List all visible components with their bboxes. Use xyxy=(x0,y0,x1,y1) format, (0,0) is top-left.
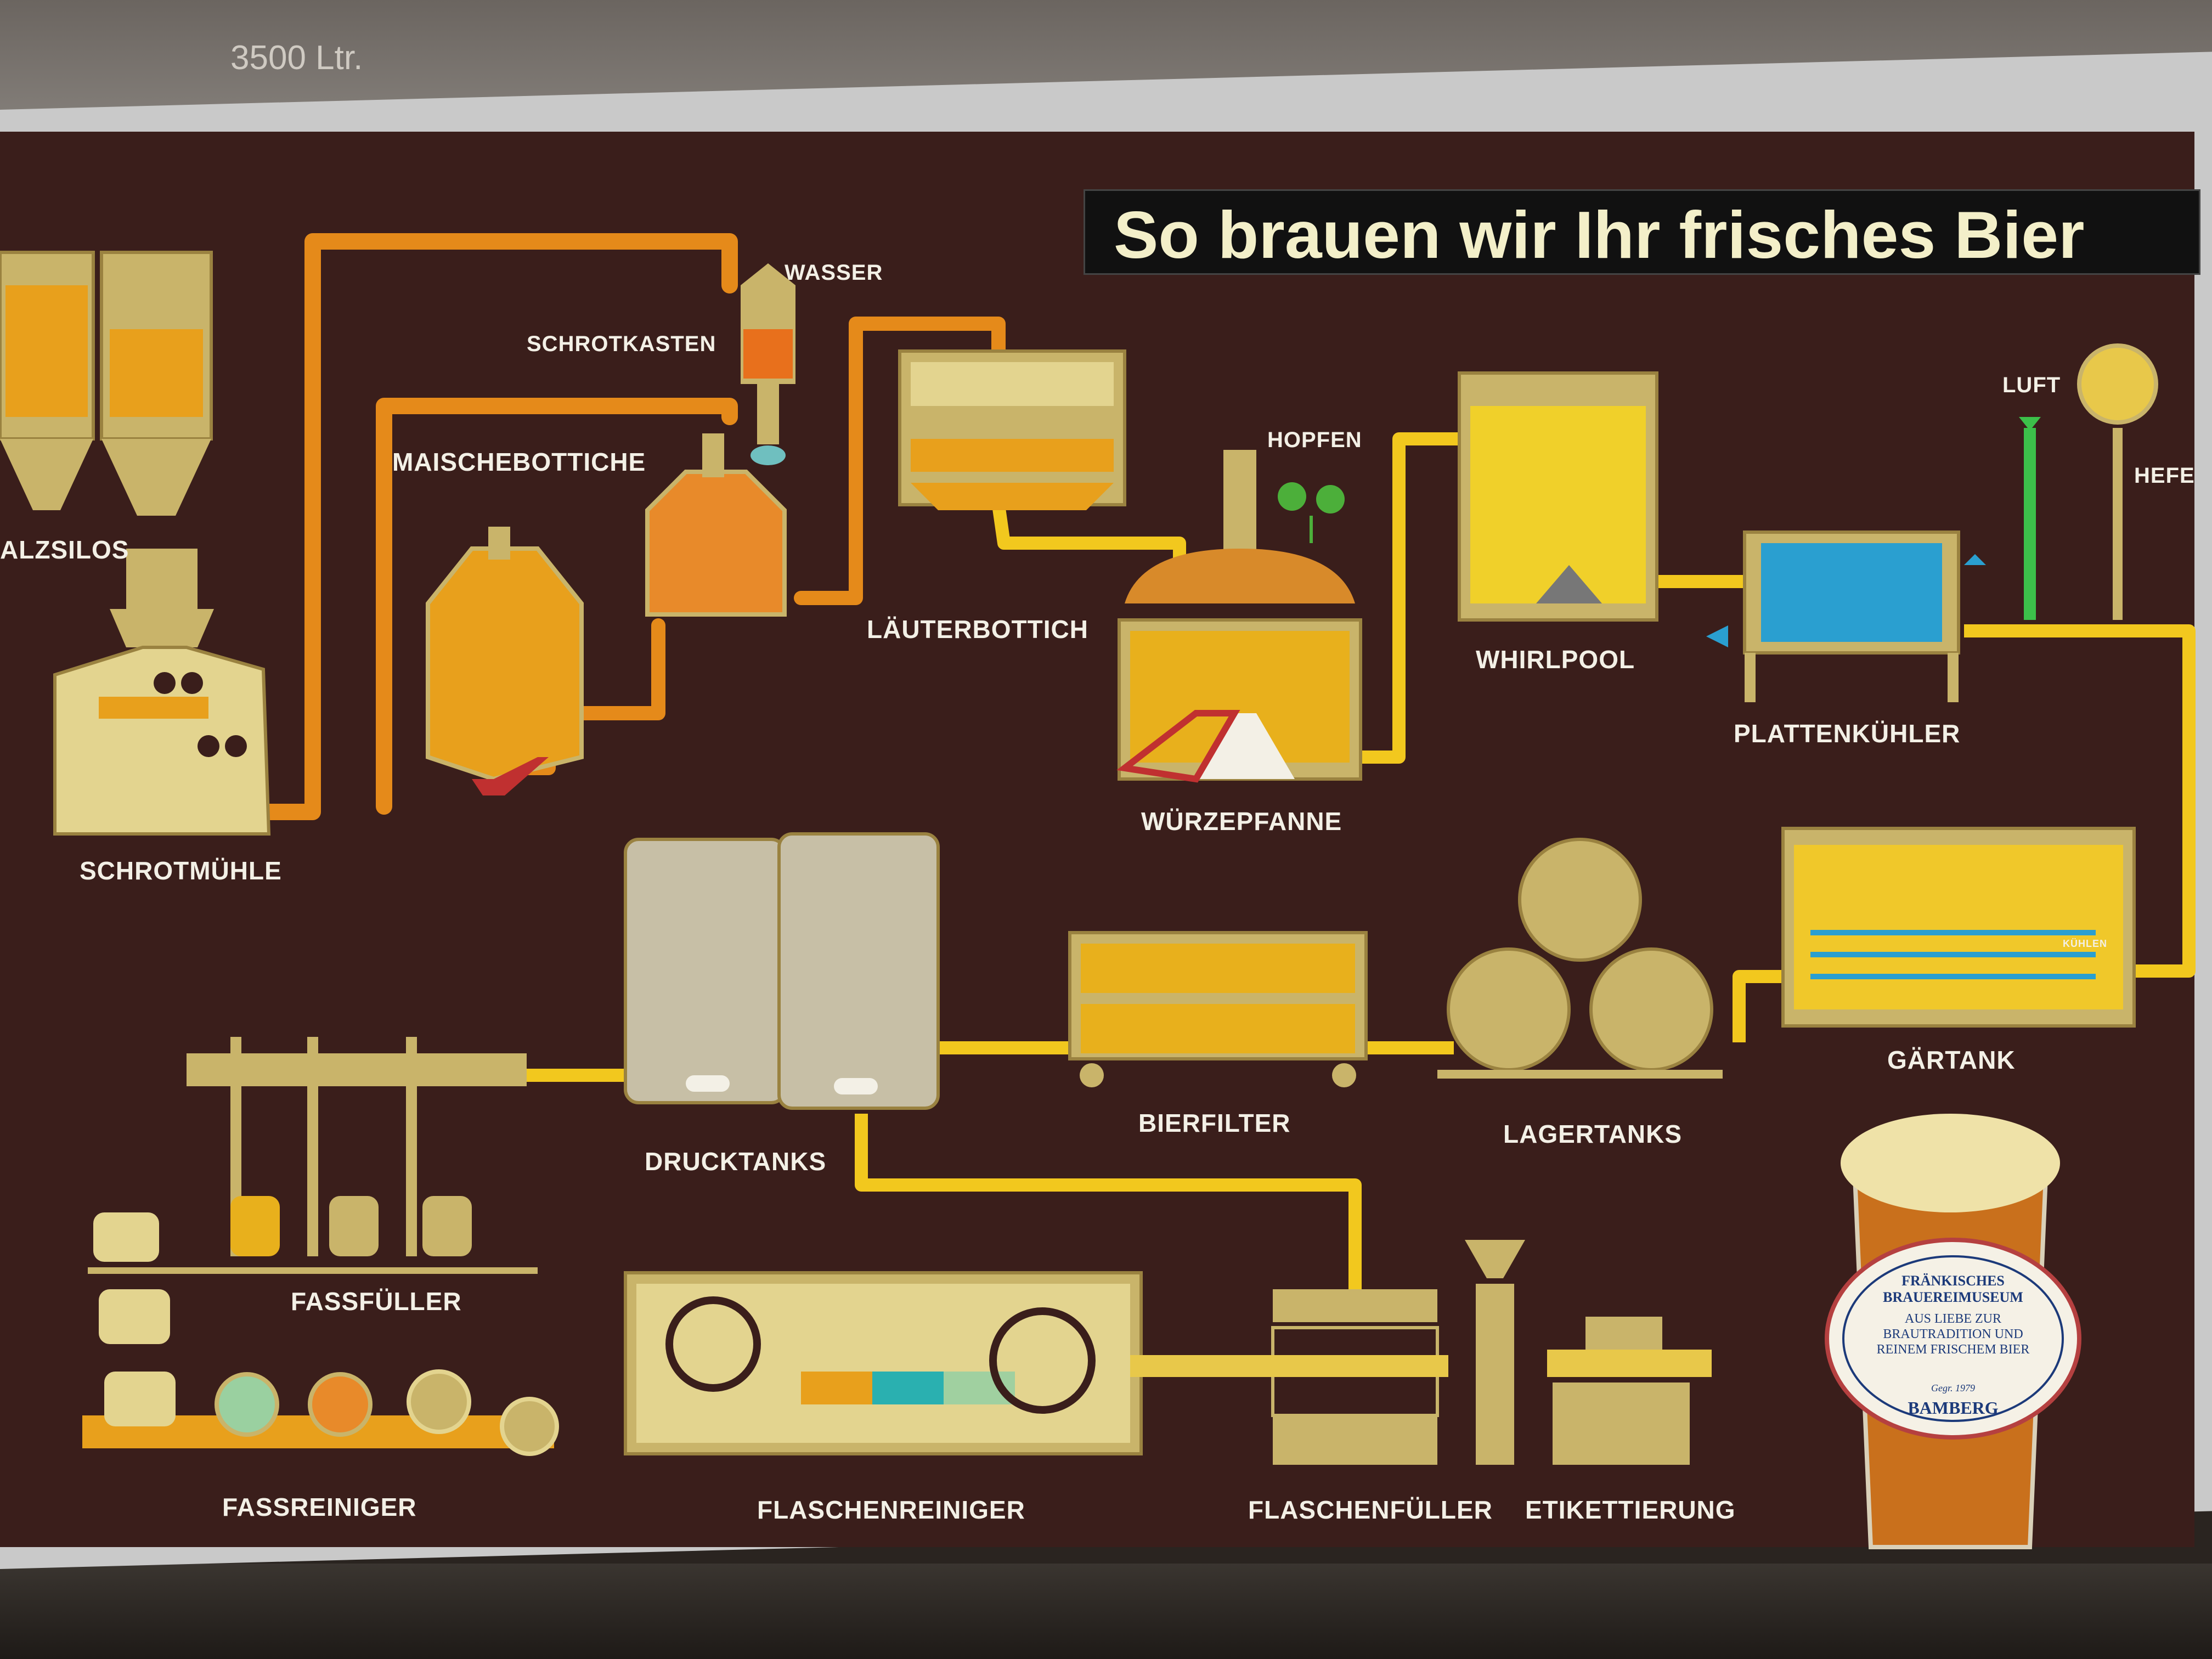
luft-funnel xyxy=(2019,417,2041,431)
label-lagertanks: LAGERTANKS xyxy=(1503,1120,1683,1148)
laeuterbottich xyxy=(898,349,1126,510)
background-floor xyxy=(0,1564,2212,1659)
title-box xyxy=(1084,189,2200,275)
flaschenfueller xyxy=(1130,1240,1525,1465)
label-drucktanks: DRUCKTANKS xyxy=(645,1147,827,1176)
pipe-mash-to-lauter xyxy=(794,317,1006,605)
pipe-cooler-to-gaertank xyxy=(1964,624,2196,978)
label-etikettierung: ETIKETTIERUNG xyxy=(1525,1496,1736,1524)
label-fassreiniger: FASSREINIGER xyxy=(222,1493,417,1521)
badge-middle-text: AUS LIEBE ZUR BRAUTRADITION UND REINEM F… xyxy=(1876,1312,2030,1357)
hopfen-icon xyxy=(1278,482,1345,543)
pipe-lauter-to-kettle xyxy=(992,504,1186,571)
wuerzepfanne xyxy=(1116,450,1362,783)
etikettierung xyxy=(1547,1317,1712,1465)
plattenkuehler xyxy=(1706,531,1986,702)
label-schrotkasten: SCHROTKASTEN xyxy=(527,332,716,356)
label-hefe: HEFE xyxy=(2134,464,2195,488)
pipe-drucktank-to-flaschen xyxy=(855,1114,1362,1295)
label-flaschenfueller: FLASCHENFÜLLER xyxy=(1248,1496,1493,1524)
label-maischebottiche: MAISCHEBOTTICHE xyxy=(392,448,646,476)
bierfilter xyxy=(1068,931,1368,1087)
label-schrotmuehle: SCHROTMÜHLE xyxy=(80,856,282,885)
label-whirlpool: WHIRLPOOL xyxy=(1476,645,1635,674)
pipe-gaertank-to-lager xyxy=(1733,970,1783,1042)
museum-badge xyxy=(1825,1238,2081,1440)
pipe-kettle-to-whirlpool xyxy=(1339,432,1465,764)
label-malzsilos: ALZSILOS xyxy=(0,535,129,564)
flaschenreiniger xyxy=(624,1271,1143,1455)
label-wuerzepfanne: WÜRZEPFANNE xyxy=(1141,807,1342,836)
label-gaertank: GÄRTANK xyxy=(1887,1046,2016,1074)
label-bierfilter: BIERFILTER xyxy=(1138,1109,1291,1137)
label-flaschenreiniger: FLASCHENREINIGER xyxy=(757,1496,1025,1524)
label-laeuterbottich: LÄUTERBOTTICH xyxy=(867,615,1088,644)
badge-bottom-text: BAMBERG xyxy=(1908,1398,1999,1418)
badge-top-text: FRÄNKISCHES BRAUEREIMUSEUM xyxy=(1883,1273,2023,1305)
fassfueller xyxy=(88,1037,538,1344)
label-hopfen: HOPFEN xyxy=(1267,428,1362,452)
pipe-mash-loop xyxy=(376,398,738,815)
badge-small-text: Gegr. 1979 xyxy=(1931,1383,1975,1393)
label-fassfueller: FASSFÜLLER xyxy=(291,1287,462,1316)
maischebottich-1 xyxy=(426,527,584,795)
gaertank xyxy=(1781,827,2136,1028)
malzsilos xyxy=(0,251,213,516)
schrotmuehle xyxy=(53,549,271,836)
maischebottich-2 xyxy=(645,433,787,617)
whirlpool xyxy=(1458,371,1658,622)
label-plattenkuehler: PLATTENKÜHLER xyxy=(1734,719,1961,748)
fassreiniger xyxy=(82,1369,559,1456)
hefe-icon xyxy=(2077,343,2158,425)
drucktanks xyxy=(624,832,940,1110)
schrotkasten xyxy=(741,263,795,465)
label-luft: LUFT xyxy=(2002,373,2061,397)
background-tank-label: 3500 Ltr. xyxy=(230,39,363,77)
lagertanks xyxy=(1437,838,1723,1079)
label-kuehlen: KÜHLEN xyxy=(2063,938,2107,949)
label-wasser: WASSER xyxy=(785,261,883,285)
page-title: So brauen wir Ihr frisches Bier xyxy=(1114,198,2085,272)
